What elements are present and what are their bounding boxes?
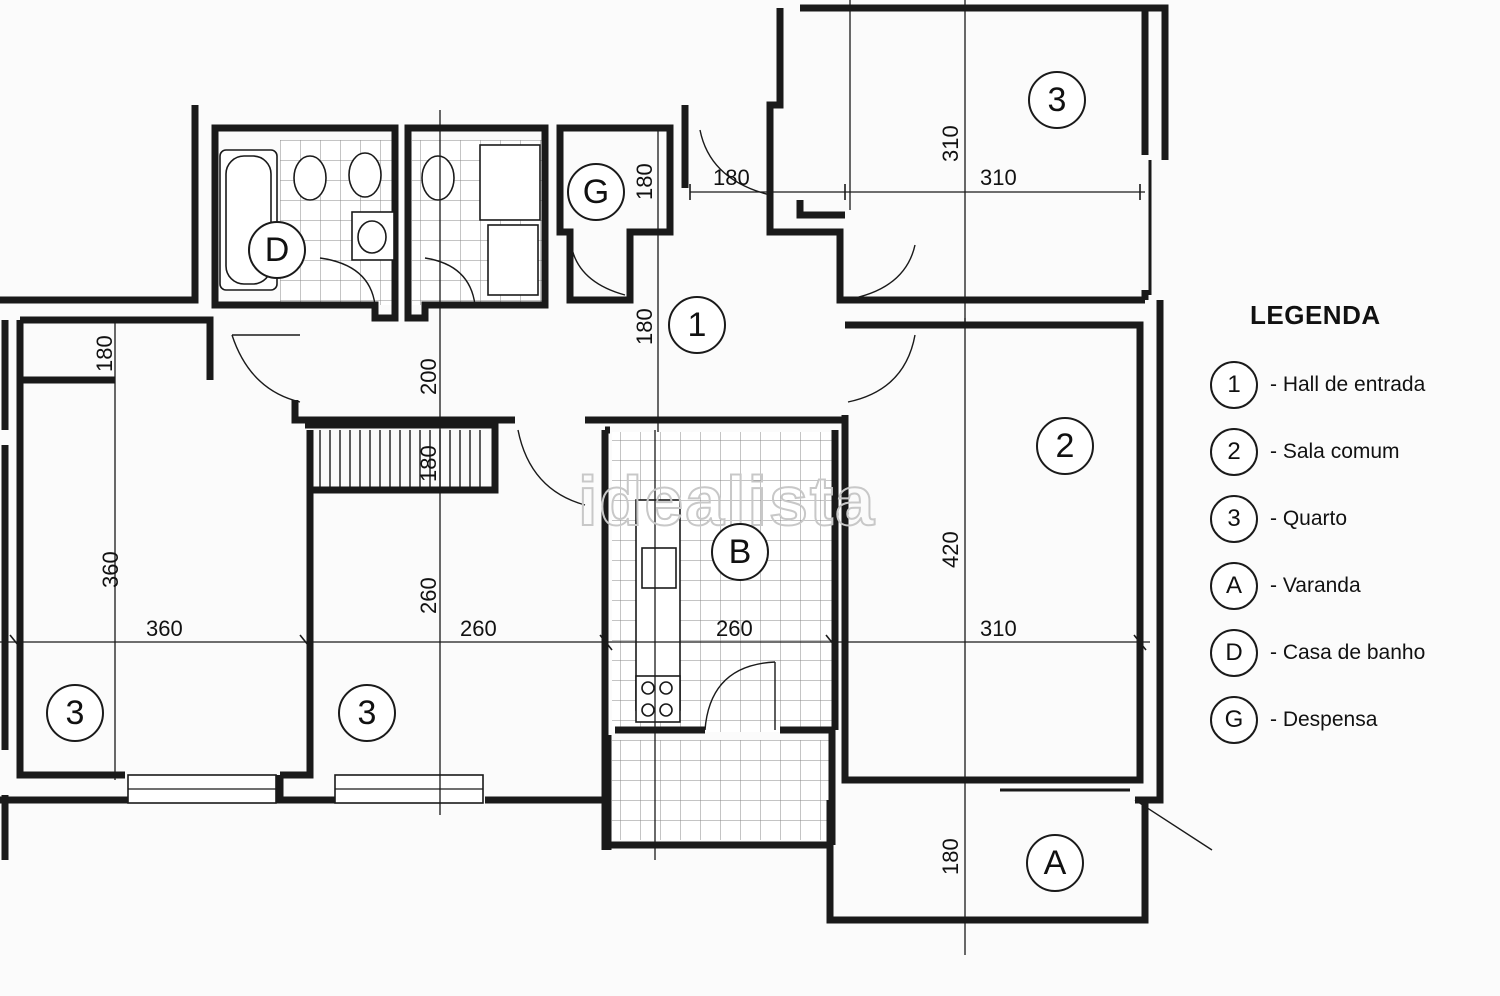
doors	[231, 129, 1213, 851]
legend-item: 3 - Quarto	[1210, 485, 1480, 552]
room-label-bedroom-left: 3	[46, 684, 104, 742]
dim-label: 180	[416, 445, 441, 482]
legend-item: 1 - Hall de entrada	[1210, 351, 1480, 418]
legend: LEGENDA 1 - Hall de entrada 2 - Sala com…	[1210, 300, 1480, 753]
dim-label: 180	[92, 335, 117, 372]
legend-key: 2	[1210, 427, 1258, 476]
svg-text:B: B	[729, 533, 752, 571]
room-label-balcony: A	[1026, 834, 1084, 892]
legend-label: - Sala comum	[1270, 439, 1400, 463]
windows	[127, 774, 484, 804]
legend-label: - Hall de entrada	[1270, 372, 1426, 396]
room-label-bedroom-mid: 3	[338, 684, 396, 742]
legend-item: D - Casa de banho	[1210, 619, 1480, 686]
dim-label: 310	[980, 616, 1017, 641]
legend-key: 3	[1210, 494, 1258, 543]
legend-label: - Quarto	[1270, 506, 1348, 530]
dim-label: 420	[938, 531, 963, 568]
room-label-living: 2	[1036, 417, 1094, 475]
stair-lines	[319, 430, 481, 490]
room-label-bedroom-top: 3	[1028, 71, 1086, 129]
dim-label: 360	[146, 616, 183, 641]
legend-item: G - Despensa	[1210, 686, 1480, 753]
legend-key: G	[1210, 695, 1258, 744]
dim-label: 310	[938, 125, 963, 162]
dim-label: 260	[460, 616, 497, 641]
dimension-lines	[0, 0, 1150, 955]
legend-key: D	[1210, 628, 1258, 677]
legend-label: - Casa de banho	[1270, 640, 1426, 664]
svg-text:3: 3	[1048, 81, 1067, 119]
room-label-hall: 1	[668, 296, 726, 354]
dim-label: 260	[716, 616, 753, 641]
dim-label: 360	[98, 551, 123, 588]
svg-text:2: 2	[1056, 427, 1075, 465]
legend-item: 2 - Sala comum	[1210, 418, 1480, 485]
svg-text:3: 3	[358, 694, 377, 732]
legend-title: LEGENDA	[1250, 300, 1381, 330]
legend-label: - Varanda	[1270, 573, 1361, 597]
legend-key: A	[1210, 561, 1258, 610]
room-label-pantry: G	[567, 163, 625, 221]
room-label-bathroom: D	[248, 221, 306, 279]
dim-label: 180	[632, 308, 657, 345]
dim-label: 180	[938, 838, 963, 875]
svg-text:D: D	[265, 231, 290, 269]
laundry-tiles	[612, 740, 832, 840]
dim-label: 260	[416, 577, 441, 614]
room-label-kitchen: B	[711, 523, 769, 581]
dim-label: 200	[416, 358, 441, 395]
dim-label: 180	[632, 163, 657, 200]
legend-key: 1	[1210, 360, 1258, 409]
dim-label: 310	[980, 165, 1017, 190]
legend-item: A - Varanda	[1210, 552, 1480, 619]
svg-text:G: G	[583, 173, 609, 211]
walls	[0, 4, 1169, 924]
legend-label: - Despensa	[1270, 707, 1378, 731]
svg-text:1: 1	[688, 306, 707, 344]
dim-label: 180	[713, 165, 750, 190]
svg-text:A: A	[1044, 844, 1067, 882]
svg-text:3: 3	[66, 694, 85, 732]
